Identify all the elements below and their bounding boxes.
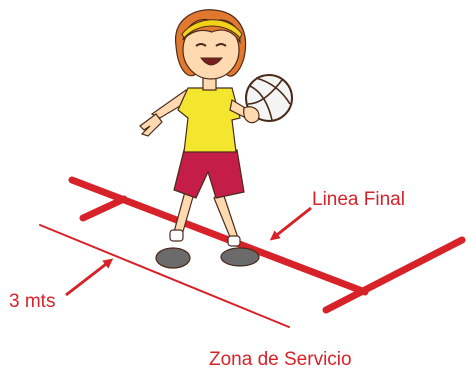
distance-label: 3 mts (9, 291, 56, 312)
service-zone-line (39, 224, 290, 328)
right-eye (215, 43, 227, 47)
annotation-arrows (65, 206, 312, 297)
shorts (173, 149, 245, 199)
end-line-label: Linea Final (312, 189, 405, 210)
left-eye (195, 43, 207, 47)
back-sock (227, 235, 241, 247)
back-shoe (220, 247, 260, 267)
court-lines (68, 176, 466, 314)
front-sock (169, 229, 184, 242)
headband (181, 19, 243, 39)
left-hand (139, 113, 163, 137)
girl-with-volleyball-icon (139, 9, 260, 269)
ball-seam-3 (247, 79, 283, 105)
service-zone-label: Zona de Servicio (209, 349, 352, 370)
service-zone-tick-left (79, 195, 128, 222)
volleyball-icon (245, 74, 293, 122)
sideline-right (322, 236, 466, 314)
shirt (177, 87, 241, 153)
arrow-to-service-line (65, 258, 114, 297)
front-shoe (155, 247, 191, 269)
mouth (200, 57, 224, 66)
arrow-to-end-line (269, 206, 312, 241)
ball-body (245, 74, 293, 122)
right-hand (243, 106, 260, 124)
